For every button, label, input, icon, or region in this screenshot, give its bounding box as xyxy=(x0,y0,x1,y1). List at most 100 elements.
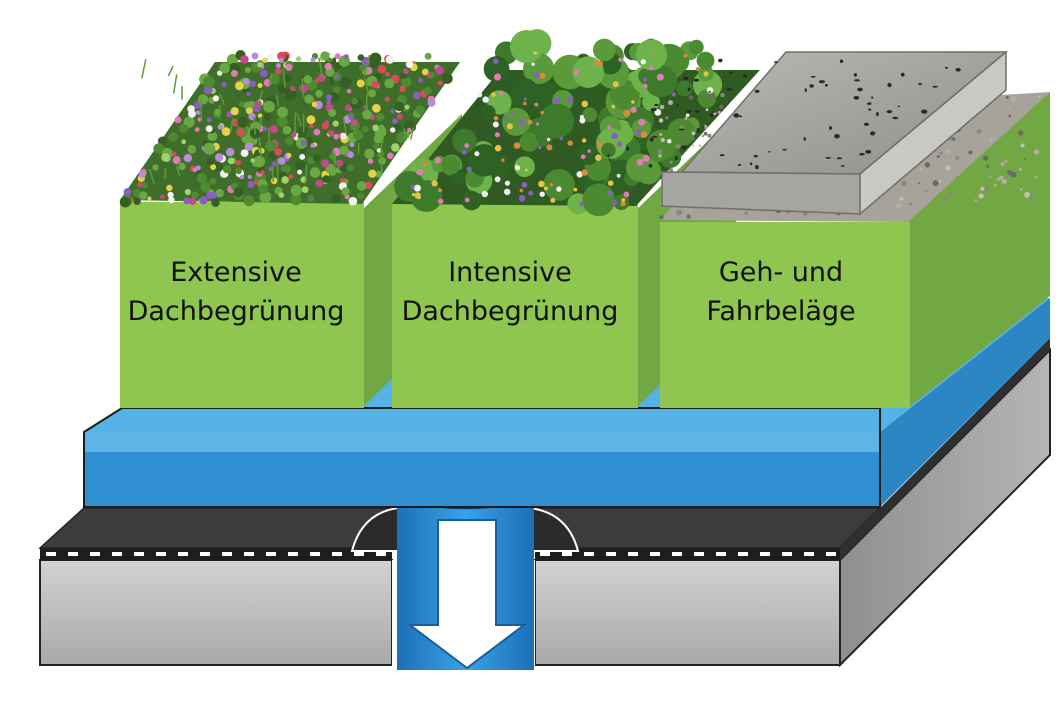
flower xyxy=(582,101,589,108)
gravel-stone xyxy=(669,161,672,164)
flower xyxy=(307,115,316,124)
flower xyxy=(540,73,546,79)
flower xyxy=(243,78,249,84)
membrane-dash xyxy=(650,552,660,556)
flower xyxy=(331,194,340,203)
paving-speckle xyxy=(727,88,733,91)
membrane-dash xyxy=(288,552,298,556)
membrane-dash xyxy=(826,552,836,556)
shrub xyxy=(510,30,543,63)
gravel-stone xyxy=(1008,115,1011,118)
membrane-dash xyxy=(672,552,682,556)
flower xyxy=(507,123,513,129)
flower xyxy=(499,92,503,96)
gravel-stone xyxy=(661,138,665,142)
flower xyxy=(200,182,210,192)
paving-speckle xyxy=(754,155,758,158)
flower xyxy=(178,163,185,170)
gravel-stone xyxy=(689,209,692,212)
flower xyxy=(556,186,561,191)
membrane-dash xyxy=(222,552,232,556)
gravel-stone xyxy=(937,155,940,158)
flower xyxy=(302,186,309,193)
flower xyxy=(240,175,244,179)
flower xyxy=(184,154,192,162)
flower xyxy=(303,75,312,84)
paving-speckle xyxy=(819,80,825,83)
flower xyxy=(636,130,641,135)
flower xyxy=(519,195,526,202)
gravel-stone xyxy=(918,182,920,184)
flower xyxy=(422,162,427,167)
flower xyxy=(320,51,329,60)
flower xyxy=(631,107,637,113)
flower xyxy=(579,118,585,124)
gravel-stone xyxy=(900,197,904,201)
flower xyxy=(643,84,648,89)
gravel-stone xyxy=(968,151,972,155)
flower xyxy=(347,164,354,171)
flower xyxy=(341,77,352,88)
flower xyxy=(308,196,314,202)
gravel-stone xyxy=(943,197,948,202)
flower xyxy=(667,139,671,143)
flower xyxy=(403,68,409,74)
flower xyxy=(620,201,625,206)
gravel-stone xyxy=(1035,176,1038,179)
flower xyxy=(312,102,318,108)
shrub xyxy=(689,40,704,55)
paving-speckle xyxy=(870,131,875,135)
flower xyxy=(322,175,330,183)
flower xyxy=(188,145,197,154)
flower xyxy=(160,195,165,200)
label-line-1: Intensive xyxy=(448,257,572,288)
flower xyxy=(574,188,578,192)
shrub xyxy=(626,154,654,182)
flower xyxy=(550,198,555,203)
flower xyxy=(315,90,323,98)
flower xyxy=(185,189,191,195)
paving-speckle xyxy=(649,164,653,168)
flower xyxy=(335,75,339,79)
gravel-stone xyxy=(707,134,711,138)
flower xyxy=(313,154,321,162)
flower xyxy=(235,82,244,91)
flower xyxy=(213,95,219,101)
flower xyxy=(372,104,381,113)
flower xyxy=(465,198,470,203)
gravel-stone xyxy=(925,190,927,192)
flower xyxy=(512,112,515,115)
flower xyxy=(643,77,647,81)
flower xyxy=(505,181,510,186)
membrane-dash xyxy=(112,552,122,556)
gravel-stone xyxy=(693,138,695,140)
flower xyxy=(594,60,600,66)
gravel-stone xyxy=(1011,172,1017,178)
flower xyxy=(536,123,539,126)
flower xyxy=(264,113,272,121)
flower xyxy=(298,126,308,136)
label-line-1: Geh- und xyxy=(719,257,843,288)
gravel-stone xyxy=(999,165,1001,167)
flower xyxy=(325,63,332,70)
paving-speckle xyxy=(867,102,871,105)
flower xyxy=(495,176,501,182)
gravel-stone xyxy=(684,117,687,120)
gravel-stone xyxy=(983,156,988,161)
flower xyxy=(311,57,316,62)
paving-speckle xyxy=(859,153,865,156)
paving-speckle xyxy=(730,72,733,74)
flower xyxy=(371,81,379,89)
flower xyxy=(416,169,422,175)
flower xyxy=(197,173,207,183)
flower xyxy=(384,79,394,89)
paving-speckle xyxy=(887,83,891,87)
membrane-dash xyxy=(540,552,550,556)
flower xyxy=(335,53,341,59)
flower xyxy=(281,176,289,184)
flower xyxy=(252,53,259,60)
flower xyxy=(274,148,282,156)
flower xyxy=(263,101,275,113)
flower xyxy=(147,197,151,201)
